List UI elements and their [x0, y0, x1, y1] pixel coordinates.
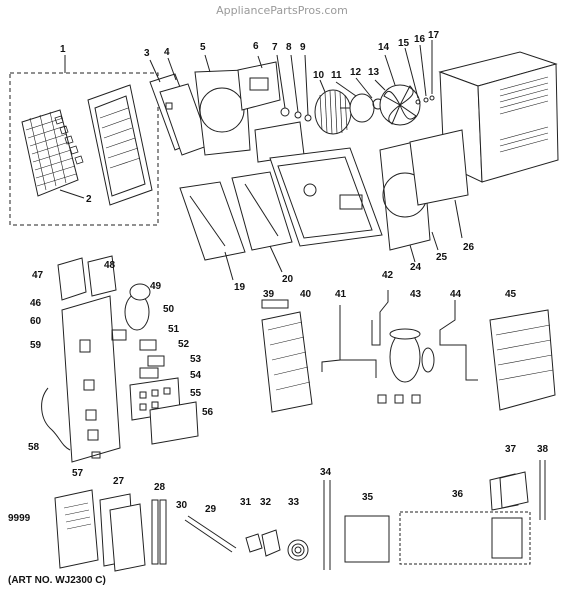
callout-10: 10 [313, 70, 325, 81]
callout-38: 38 [537, 444, 549, 455]
condenser-fan [374, 54, 421, 126]
callout-54: 54 [190, 370, 202, 381]
callout-49: 49 [150, 281, 162, 292]
callout-59: 59 [30, 340, 42, 351]
electrical-panel [41, 255, 199, 463]
callout-13: 13 [368, 67, 380, 78]
callout-37: 37 [505, 444, 517, 455]
callout-9999: 9999 [8, 513, 31, 524]
callout-28: 28 [154, 482, 166, 493]
callout-11: 11 [331, 70, 342, 81]
callout-6: 6 [253, 41, 259, 52]
callout-19: 19 [234, 282, 246, 293]
callout-40: 40 [300, 289, 312, 300]
callout-56: 56 [202, 407, 214, 418]
callout-55: 55 [190, 388, 202, 399]
callout-52: 52 [178, 339, 190, 350]
callout-50: 50 [163, 304, 175, 315]
callout-34: 34 [320, 467, 332, 478]
callout-51: 51 [168, 324, 180, 335]
callout-53: 53 [190, 354, 202, 365]
art-number: (ART NO. WJ2300 C) [8, 575, 106, 586]
watermark: AppliancePartsPros.com [216, 4, 348, 17]
condenser-shroud [379, 129, 469, 263]
callout-48: 48 [104, 260, 116, 271]
callout-44: 44 [450, 289, 462, 300]
blower-wheel [314, 79, 352, 135]
callout-43: 43 [410, 289, 422, 300]
callout-8: 8 [286, 42, 292, 53]
shroud [194, 54, 251, 156]
callout-47: 47 [32, 270, 44, 281]
callout-35: 35 [362, 492, 374, 503]
callout-26: 26 [463, 242, 475, 253]
callout-31: 31 [240, 497, 252, 508]
callout-36: 36 [452, 489, 464, 500]
callout-41: 41 [335, 289, 347, 300]
callout-42: 42 [382, 270, 394, 281]
callout-16: 16 [414, 34, 426, 45]
callout-1: 1 [60, 44, 66, 55]
control-housing [149, 57, 211, 156]
rails [179, 171, 293, 281]
callout-32: 32 [260, 497, 272, 508]
small-hardware [276, 54, 312, 122]
callout-60: 60 [30, 316, 42, 327]
callout-9: 9 [300, 42, 306, 53]
callout-17: 17 [428, 30, 440, 41]
base-pan [269, 147, 383, 247]
callout-25: 25 [436, 252, 448, 263]
callout-27: 27 [113, 476, 125, 487]
callout-15: 15 [398, 38, 410, 49]
callout-45: 45 [505, 289, 517, 300]
callout-46: 46 [30, 298, 42, 309]
callout-14: 14 [378, 42, 390, 53]
accessories [54, 460, 546, 572]
callout-24: 24 [410, 262, 422, 273]
callout-29: 29 [205, 504, 217, 515]
front-grille-assembly [9, 55, 159, 226]
callout-58: 58 [28, 442, 40, 453]
callout-12: 12 [350, 67, 362, 78]
washers [404, 40, 435, 105]
callout-labels: 1 2 3 4 5 6 7 8 9 10 11 12 13 14 15 16 1… [8, 30, 549, 524]
callout-7: 7 [272, 42, 278, 53]
motor-bracket [237, 55, 305, 163]
callout-57: 57 [72, 468, 84, 479]
callout-33: 33 [288, 497, 300, 508]
callout-5: 5 [200, 42, 206, 53]
callout-20: 20 [282, 274, 294, 285]
sealed-system [261, 290, 556, 413]
callout-39: 39 [263, 289, 275, 300]
callout-2: 2 [86, 194, 92, 205]
callout-4: 4 [164, 47, 170, 58]
callout-3: 3 [144, 48, 150, 59]
callout-30: 30 [176, 500, 188, 511]
